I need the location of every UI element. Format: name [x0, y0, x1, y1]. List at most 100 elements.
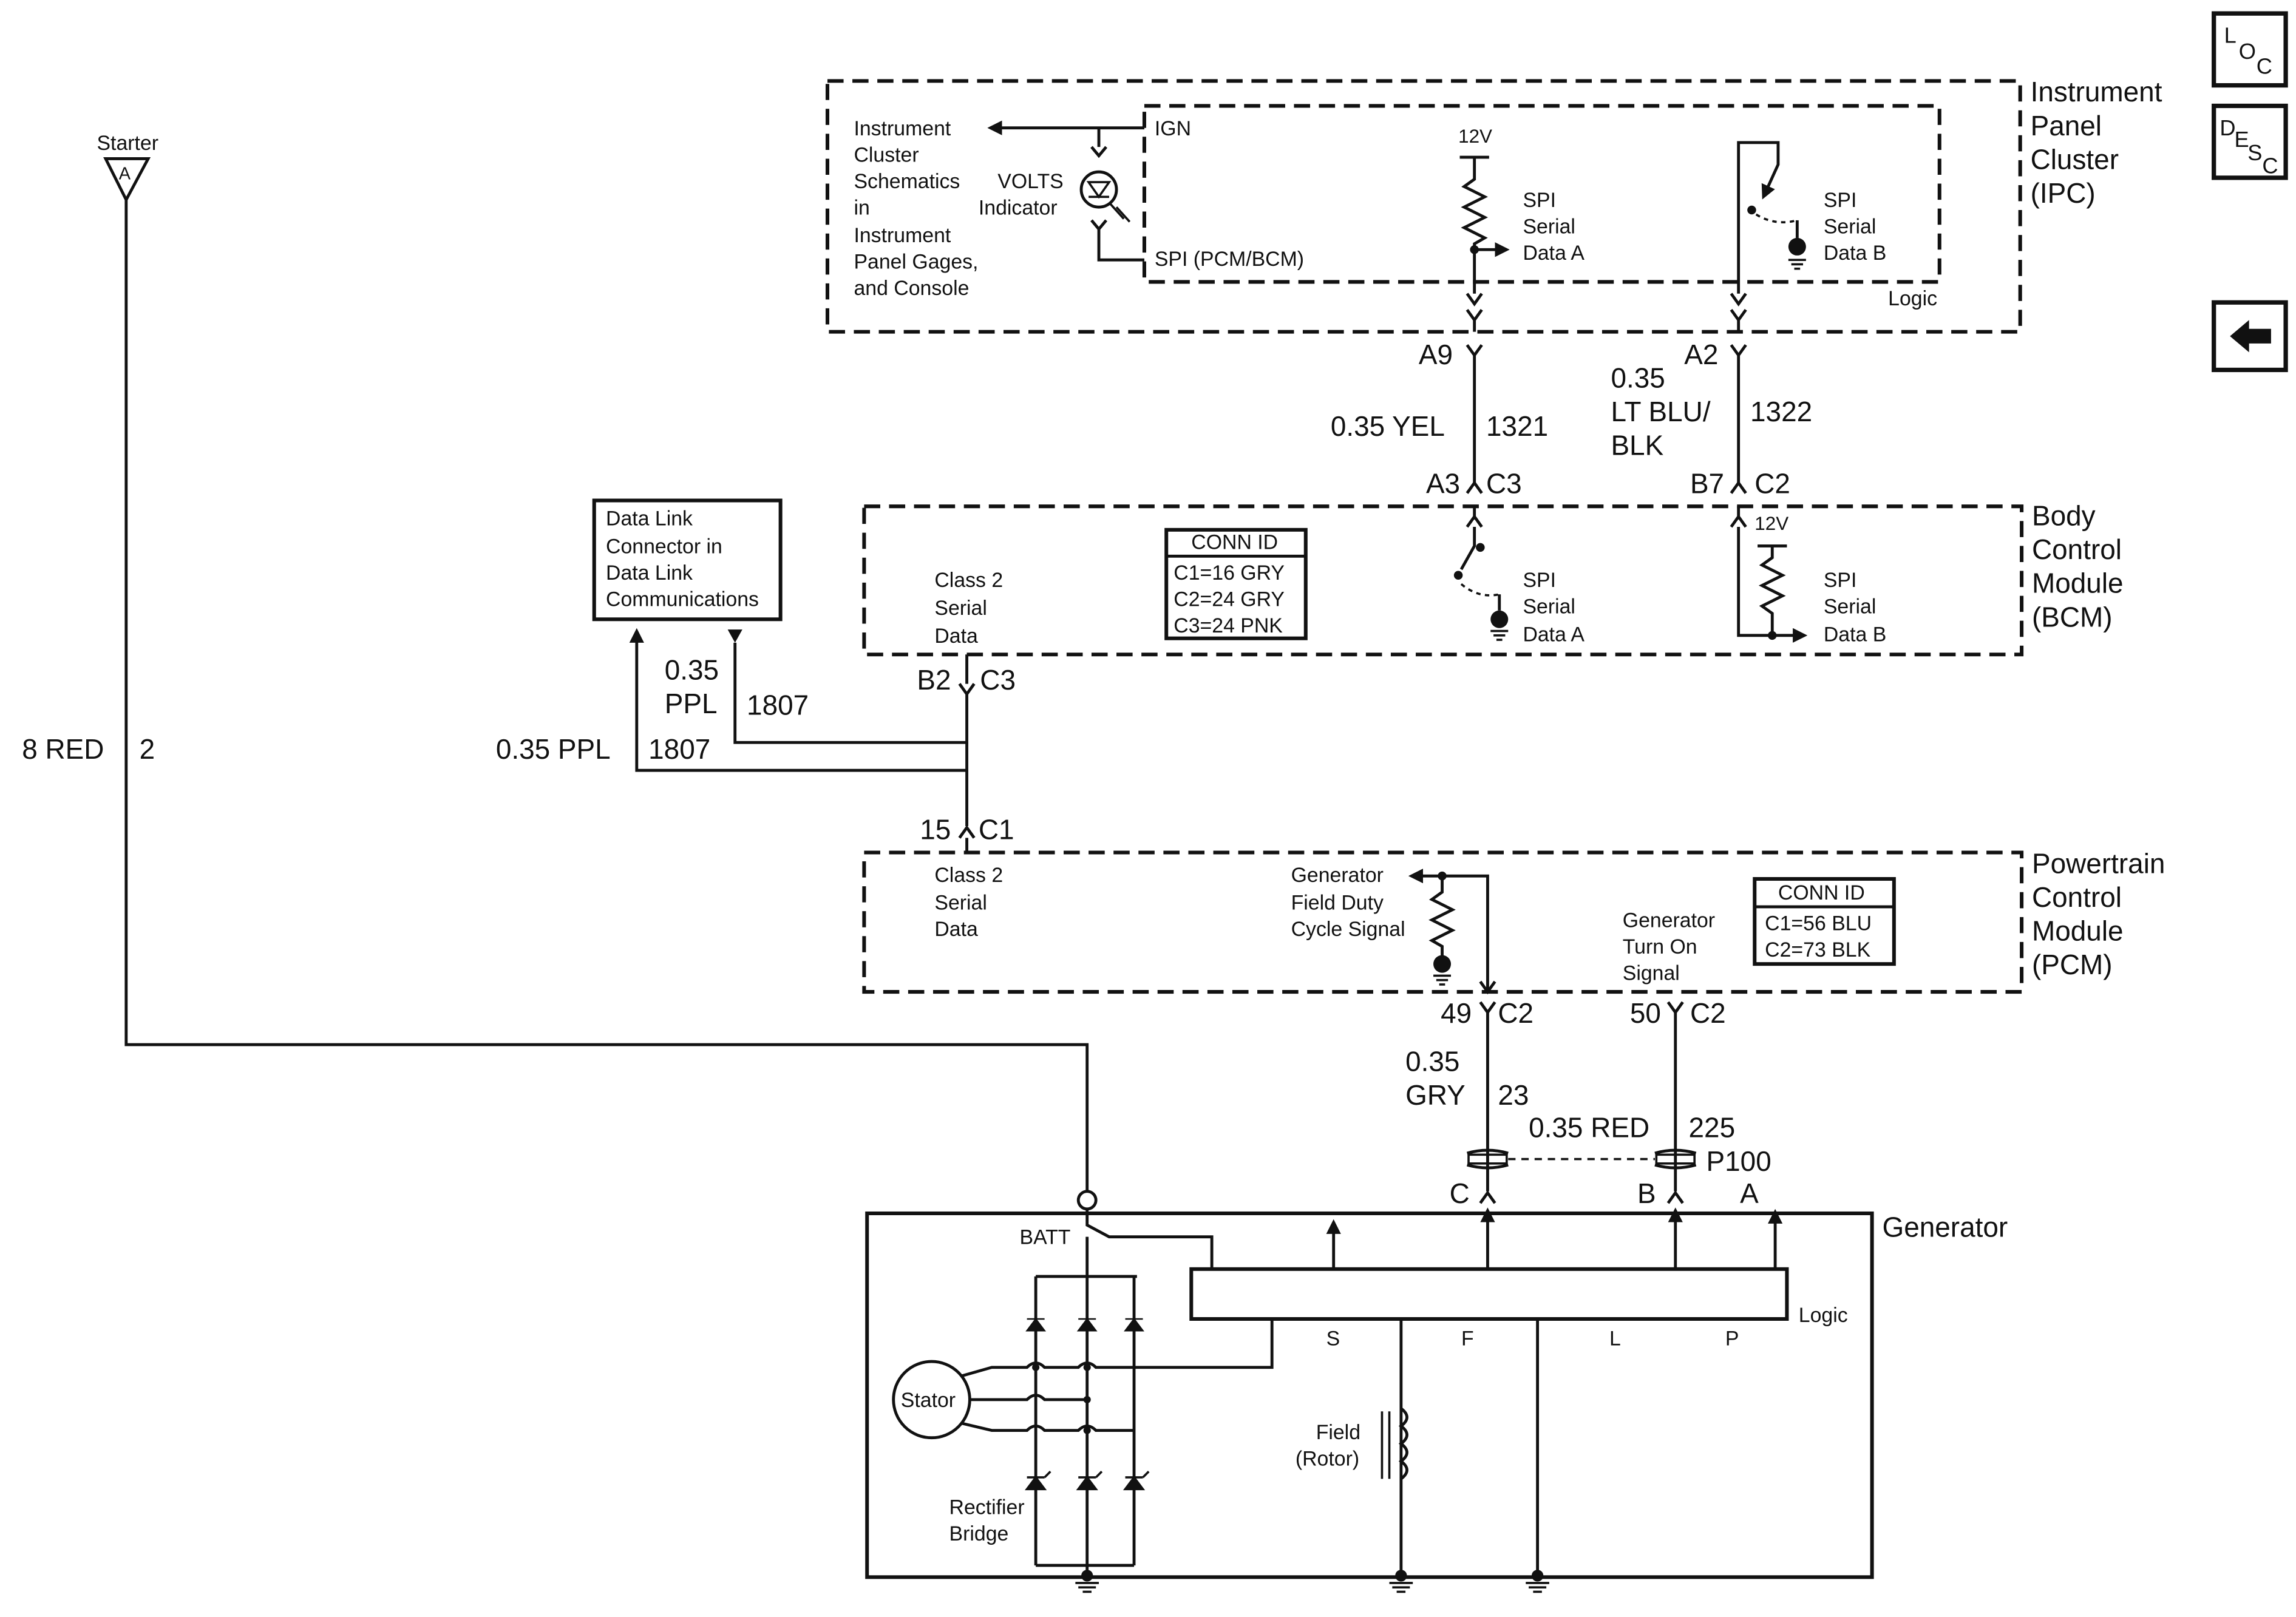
svg-text:VOLTS: VOLTS [997, 170, 1063, 193]
desc-button[interactable]: D E S C [2212, 103, 2288, 180]
wire-1807-pcm [635, 634, 968, 772]
svg-text:in: in [854, 196, 869, 219]
svg-text:C2=24 GRY: C2=24 GRY [1173, 588, 1285, 611]
svg-text:Cluster: Cluster [854, 143, 919, 166]
svg-text:Module: Module [2032, 915, 2124, 946]
ipc-a9-connector-icon [1466, 293, 1483, 332]
svg-text:Panel: Panel [2031, 110, 2102, 141]
svg-text:(PCM): (PCM) [2032, 949, 2113, 980]
wire-1807-bcm [733, 642, 976, 744]
svg-text:Class 2: Class 2 [934, 569, 1003, 592]
svg-text:CONN ID: CONN ID [1778, 881, 1865, 904]
gen-logic-block [1189, 1267, 1789, 1321]
svg-text:Indicator: Indicator [979, 196, 1058, 219]
svg-text:P: P [1725, 1327, 1739, 1350]
wire-1321-color: 0.35 YEL [1331, 410, 1445, 442]
svg-text:L: L [1609, 1327, 1621, 1350]
svg-text:Serial: Serial [1824, 215, 1877, 239]
svg-text:LT BLU/: LT BLU/ [1611, 396, 1710, 427]
svg-text:(Rotor): (Rotor) [1296, 1448, 1359, 1471]
bcm-spi-a-label: SPI Serial Data A [1523, 569, 1584, 646]
ipc-12v-label: 12V [1458, 126, 1492, 147]
svg-text:0.35: 0.35 [1405, 1046, 1459, 1077]
desc-letter-s: S [2247, 140, 2262, 165]
svg-text:Control: Control [2032, 534, 2122, 565]
pcm-title: Powertrain Control Module (PCM) [2032, 847, 2165, 980]
bcm-c2-connector-icon [1730, 480, 1747, 494]
wire-1807b-number: 1807 [648, 733, 710, 765]
svg-text:Cycle Signal: Cycle Signal [1291, 918, 1405, 941]
rectifier-bridge-label: Rectifier Bridge [949, 1496, 1025, 1545]
starter-terminal: A [119, 164, 131, 183]
dlc-output-arrow-icon [629, 628, 644, 643]
volts-led-icon [1079, 127, 1144, 262]
svg-text:Signal: Signal [1623, 962, 1680, 985]
bcm-pin-b7: B7 [1690, 467, 1724, 499]
ipc-spi-b-label: SPI Serial Data B [1824, 189, 1886, 265]
pcm-conn-id-table: CONN ID C1=56 BLU C2=73 BLK [1753, 876, 1896, 966]
desc-letter-c: C [2262, 154, 2278, 178]
loc-letter-l: L [2224, 23, 2237, 48]
gen-pin-a: A [1740, 1178, 1759, 1209]
svg-text:Serial: Serial [1824, 595, 1877, 619]
svg-text:C3=24 PNK: C3=24 PNK [1173, 614, 1283, 637]
desc-letter-e: E [2235, 127, 2249, 152]
gen-logic-label: Logic [1799, 1304, 1848, 1327]
svg-text:GRY: GRY [1405, 1079, 1466, 1111]
svg-text:0.35: 0.35 [665, 654, 719, 685]
svg-text:Serial: Serial [934, 892, 987, 915]
dlc-input-arrow-icon [727, 629, 742, 643]
bcm-pin-b2: B2 [917, 664, 951, 696]
wire-2-8-red [124, 200, 1089, 1192]
svg-text:Class 2: Class 2 [934, 864, 1003, 887]
svg-text:C2=73 BLK: C2=73 BLK [1765, 938, 1870, 961]
ipc-logic-label: Logic [1888, 287, 1937, 310]
svg-text:(IPC): (IPC) [2031, 177, 2096, 209]
svg-text:Serial: Serial [1523, 215, 1575, 239]
dlc-box: Data Link Connector in Data Link Communi… [592, 498, 783, 622]
svg-text:Field Duty: Field Duty [1291, 892, 1384, 915]
loc-button[interactable]: L O C [2212, 11, 2288, 88]
svg-text:BLK: BLK [1611, 430, 1663, 461]
pcm-field-duty-label: Generator Field Duty Cycle Signal [1291, 864, 1405, 941]
bcm-conn-c3-a: C3 [1486, 467, 1522, 499]
bcm-conn-id-table: CONN ID C1=16 GRY C2=24 GRY C3=24 PNK [1164, 527, 1308, 640]
svg-text:F: F [1461, 1327, 1474, 1350]
svg-text:Body: Body [2032, 500, 2096, 532]
svg-text:C1=16 GRY: C1=16 GRY [1173, 561, 1285, 585]
gen-s-line [1134, 1318, 1274, 1369]
bcm-spi-b-label: SPI Serial Data B [1824, 569, 1886, 646]
ipc-title: Instrument Panel Cluster (IPC) [2031, 76, 2162, 209]
wire-1322-number: 1322 [1750, 396, 1812, 427]
bcm-conn-c3-b: C3 [980, 664, 1016, 696]
ipc-reference-text: Instrument Cluster Schematics in Instrum… [854, 117, 978, 300]
ipc-pin-a9: A9 [1419, 339, 1453, 370]
gen-b-connector-icon [1666, 1190, 1684, 1204]
svg-text:SPI: SPI [1523, 189, 1556, 212]
ign-label: IGN [1155, 117, 1191, 140]
field-rotor-coil-icon [1381, 1407, 1408, 1480]
inline-connector-p100-c-icon [1466, 1148, 1509, 1170]
svg-text:Serial: Serial [934, 597, 987, 620]
wire-1321 [1466, 344, 1483, 484]
wire-2-color: 8 RED [22, 733, 104, 765]
pcm-field-duty-circuit-icon [1408, 869, 1496, 995]
back-button[interactable] [2212, 300, 2288, 373]
loc-letter-o: O [2239, 39, 2256, 64]
svg-text:Module: Module [2032, 568, 2124, 599]
bcm-class2-label: Class 2 Serial Data [934, 569, 1003, 648]
generator-box [865, 1211, 1874, 1579]
wire-23-number: 23 [1498, 1079, 1529, 1111]
svg-text:Instrument: Instrument [2031, 76, 2162, 107]
pcm-49-connector-icon [1479, 1001, 1496, 1015]
ipc-spi-b-switch-icon [1737, 141, 1806, 294]
inline-connector-p100: P100 [1707, 1145, 1771, 1177]
stator-phase-wires [960, 1361, 1135, 1432]
loc-letter-c: C [2257, 53, 2272, 78]
gen-pin-b: B [1637, 1178, 1656, 1209]
ground-icons [1075, 1565, 1549, 1593]
svg-text:Data: Data [934, 918, 978, 941]
generator-title: Generator [1883, 1212, 2008, 1243]
wire-225-number: 225 [1689, 1111, 1736, 1143]
